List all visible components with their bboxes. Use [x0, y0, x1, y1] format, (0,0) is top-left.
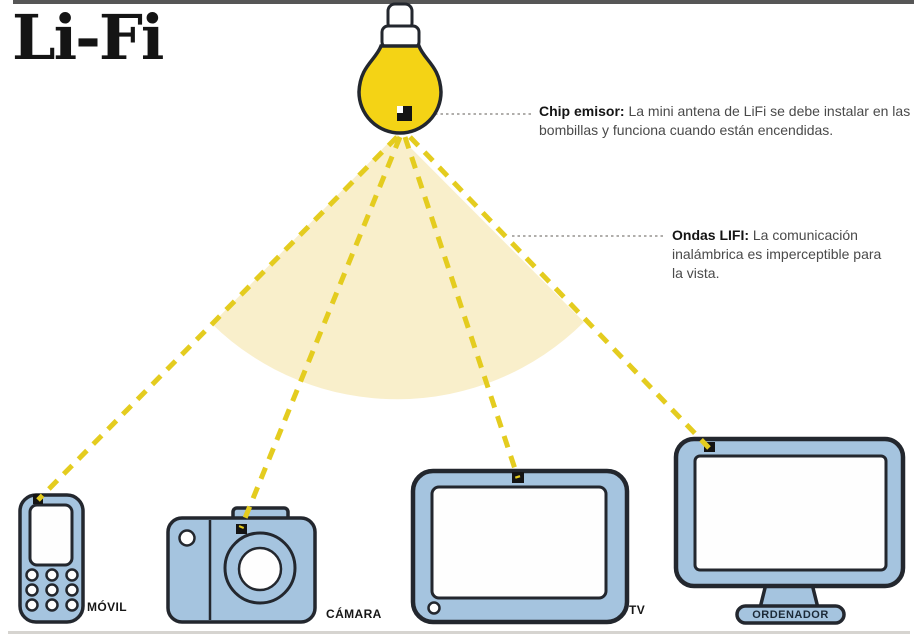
computer-icon [673, 436, 906, 625]
label-movil: MÓVIL [87, 600, 127, 614]
ondas-lifi-label: Ondas LIFI: [672, 227, 749, 243]
label-camara: CÁMARA [326, 607, 382, 621]
ray-to-tv [402, 136, 521, 479]
chip-emisor-annotation: Chip emisor: La mini antena de LiFi se d… [539, 102, 916, 140]
ondas-lifi-annotation: Ondas LIFI: La comunicación inalámbrica … [672, 226, 890, 283]
ray-to-ordenador [408, 135, 711, 450]
page-title: Li-Fi [12, 1, 164, 74]
label-tv: TV [629, 603, 646, 617]
bulb-chip-icon [397, 106, 412, 121]
ray-to-movil [36, 135, 399, 502]
chip-emisor-text: La mini antena de LiFi se debe instalar … [539, 103, 911, 138]
lightbulb-icon [357, 2, 443, 135]
camara-chip-icon [236, 524, 247, 534]
ondas-lifi-text: La comunicación inalámbrica es impercept… [672, 227, 882, 281]
bottom-border [8, 631, 910, 634]
ray-to-camara [238, 136, 403, 529]
tv-icon [410, 468, 630, 625]
label-ordenador: ORDENADOR [752, 609, 829, 621]
chip-emisor-label: Chip emisor: [539, 103, 625, 119]
light-cone [212, 134, 584, 400]
mobile-phone-icon [18, 493, 85, 624]
camera-icon [166, 506, 317, 624]
top-border [13, 0, 914, 4]
